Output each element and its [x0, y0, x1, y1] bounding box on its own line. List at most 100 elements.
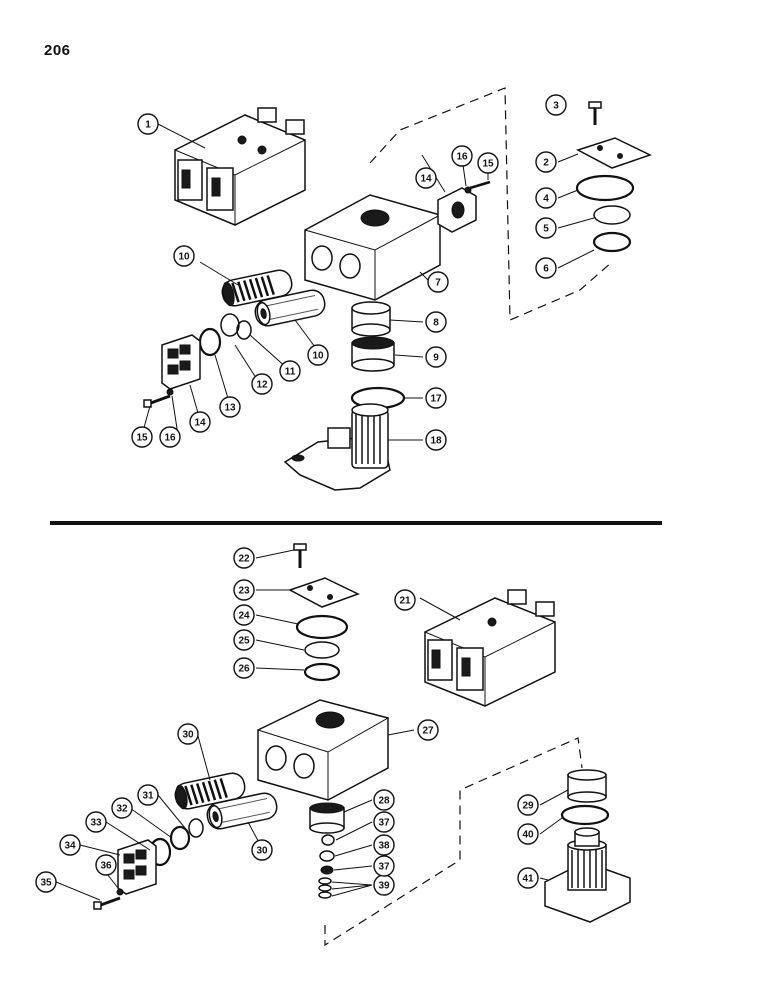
valve-body	[304, 194, 441, 301]
svg-text:36: 36	[100, 861, 112, 872]
svg-text:38: 38	[378, 841, 390, 852]
ball	[320, 865, 334, 875]
callout-12: 12	[251, 373, 273, 395]
svg-text:28: 28	[378, 796, 390, 807]
callout-30: 30	[251, 839, 273, 861]
callout-10: 10	[307, 344, 329, 366]
callout-40: 40	[517, 823, 539, 845]
callout-16: 16	[159, 426, 181, 448]
washer	[166, 388, 174, 396]
svg-text:14: 14	[420, 174, 432, 185]
o-ring	[303, 662, 341, 682]
callout-3: 3	[545, 94, 567, 116]
dashed-indicator	[324, 737, 583, 947]
callout-2: 2	[535, 151, 557, 173]
o-ring	[188, 818, 204, 838]
svg-text:41: 41	[522, 874, 534, 885]
svg-text:12: 12	[256, 380, 268, 391]
callout-10: 10	[173, 245, 195, 267]
end-cap	[117, 839, 157, 895]
steering-arm	[283, 403, 391, 491]
callout-41: 41	[517, 867, 539, 889]
svg-text:4: 4	[543, 194, 549, 205]
ball	[321, 834, 335, 846]
svg-text:24: 24	[238, 611, 250, 622]
upper-valve-assembly	[174, 107, 306, 226]
svg-text:22: 22	[238, 554, 250, 565]
o-ring	[592, 231, 632, 253]
svg-text:3: 3	[553, 101, 559, 112]
bolt	[142, 394, 172, 409]
callout-27: 27	[417, 719, 439, 741]
callout-38: 38	[373, 834, 395, 856]
o-ring	[295, 614, 349, 640]
svg-text:32: 32	[116, 804, 128, 815]
callout-29: 29	[517, 794, 539, 816]
callout-33: 33	[85, 811, 107, 833]
o-ring	[169, 825, 191, 851]
ball	[319, 850, 335, 862]
svg-text:34: 34	[64, 841, 76, 852]
svg-text:15: 15	[482, 159, 494, 170]
sleeve	[351, 336, 395, 372]
svg-text:26: 26	[238, 664, 250, 675]
callout-15: 15	[131, 426, 153, 448]
callout-35: 35	[35, 871, 57, 893]
svg-text:31: 31	[142, 791, 154, 802]
cap-bolt	[293, 543, 307, 568]
svg-text:30: 30	[182, 730, 194, 741]
callout-18: 18	[425, 429, 447, 451]
callout-13: 13	[219, 396, 241, 418]
svg-text:37: 37	[378, 818, 390, 829]
callout-6: 6	[535, 257, 557, 279]
svg-text:33: 33	[90, 818, 102, 829]
pinion-shaft	[544, 827, 631, 923]
callout-23: 23	[233, 579, 255, 601]
callout-37: 37	[373, 855, 395, 877]
svg-text:10: 10	[178, 252, 190, 263]
end-cap	[161, 334, 201, 390]
callout-1: 1	[137, 113, 159, 135]
callout-4: 4	[535, 187, 557, 209]
svg-text:11: 11	[285, 367, 296, 378]
svg-text:17: 17	[430, 394, 442, 405]
svg-text:29: 29	[522, 801, 534, 812]
callout-9: 9	[425, 346, 447, 368]
svg-text:16: 16	[456, 152, 468, 163]
callout-28: 28	[373, 789, 395, 811]
svg-text:16: 16	[164, 433, 176, 444]
callout-37: 37	[373, 811, 395, 833]
svg-text:14: 14	[194, 418, 206, 429]
cover-plate	[288, 577, 360, 608]
sleeve	[567, 769, 607, 803]
callout-7: 7	[427, 271, 449, 293]
lower-valve-assembly	[424, 589, 556, 707]
callout-21: 21	[394, 589, 416, 611]
svg-text:1: 1	[145, 120, 151, 131]
svg-text:27: 27	[422, 726, 434, 737]
page-number: 206	[44, 42, 71, 59]
svg-text:39: 39	[378, 881, 390, 892]
valve-body	[257, 699, 389, 801]
svg-text:10: 10	[312, 351, 324, 362]
o-ring	[236, 320, 252, 340]
callout-17: 17	[425, 387, 447, 409]
o-ring	[198, 327, 222, 357]
shim	[318, 891, 332, 899]
section-divider	[50, 521, 662, 525]
shim	[318, 877, 332, 885]
side-cover	[437, 187, 477, 233]
svg-text:23: 23	[238, 586, 250, 597]
callout-39: 39	[373, 874, 395, 896]
o-ring	[575, 174, 635, 202]
svg-text:15: 15	[136, 433, 148, 444]
washer	[464, 186, 472, 194]
svg-text:35: 35	[40, 878, 52, 889]
callout-31: 31	[137, 784, 159, 806]
svg-text:9: 9	[433, 353, 439, 364]
callout-14: 14	[415, 167, 437, 189]
svg-text:7: 7	[435, 278, 441, 289]
o-ring	[304, 641, 340, 659]
svg-text:25: 25	[238, 636, 250, 647]
